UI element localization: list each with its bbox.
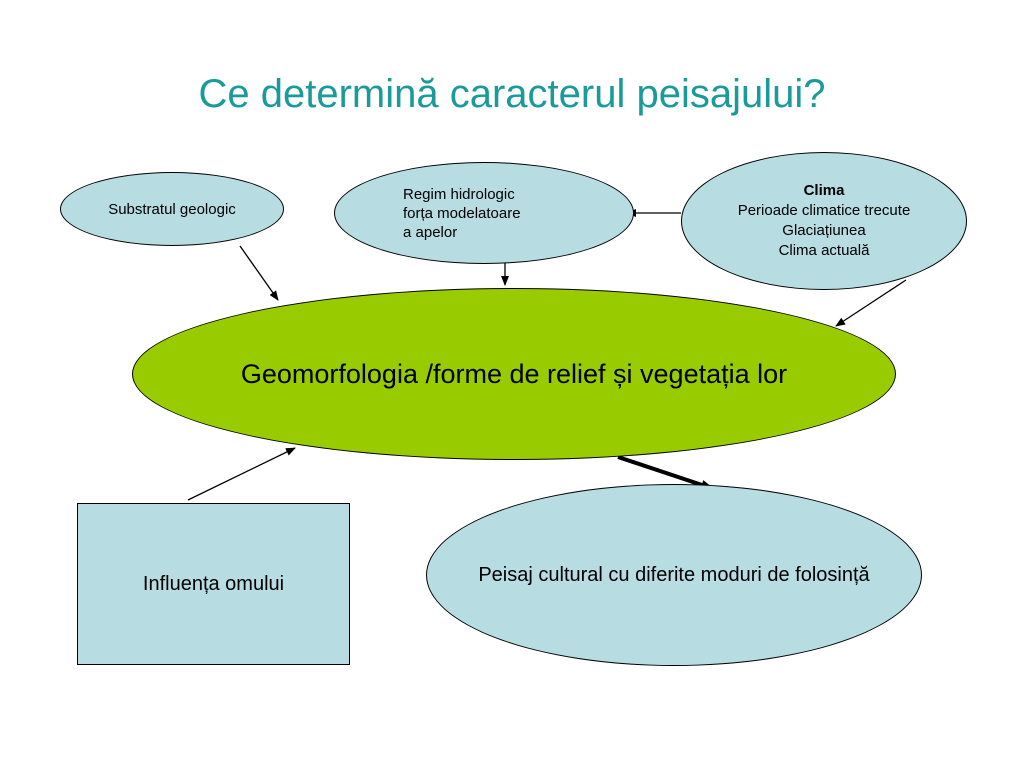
slide-title: Ce determină caracterul peisajului? [198,72,826,116]
peisaj-label: Peisaj cultural cu diferite moduri de fo… [478,564,870,586]
clima-heading: Clima [803,182,845,199]
regim-line-3: a apelor [403,223,458,241]
clima-line-2: Glaciațiunea [782,222,866,239]
omului-label: Influența omului [142,572,285,595]
regim-hidrologic-node: Regim hidrologic forța modelatoare a ape… [334,162,634,264]
regim-line-1: Regim hidrologic [403,185,515,203]
clima-line-1: Perioade climatice trecute [737,202,911,219]
geomorfologia-label: Geomorfologia /forme de relief și vegeta… [240,358,788,389]
substrat-label: Substratul geologic [108,200,236,218]
arrow-omului-to-geo [187,447,296,501]
regim-line-2: forța modelatoare [403,204,521,222]
substrat-geologic-node: Substratul geologic [60,172,284,246]
clima-line-3: Clima actuală [778,242,870,259]
peisaj-cultural-node: Peisaj cultural cu diferite moduri de fo… [426,484,922,666]
arrow-clima-to-geo [835,279,907,327]
influenta-omului-node: Influența omului [77,503,350,665]
geomorfologia-node: Geomorfologia /forme de relief și vegeta… [132,288,896,460]
arrow-substrat-to-geo [239,245,279,301]
clima-node: Clima Perioade climatice trecute Glaciaț… [681,152,967,290]
